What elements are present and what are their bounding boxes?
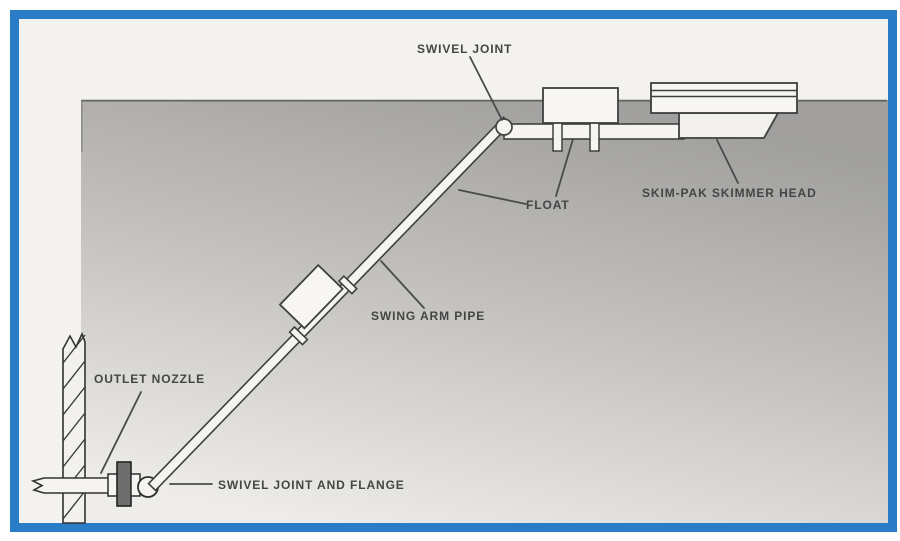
leader-outlet-nozzle xyxy=(100,391,142,474)
pipe-collar-lower xyxy=(288,325,309,346)
skimmer-head-body xyxy=(678,112,780,139)
skimmer-head xyxy=(650,82,798,139)
float-leg-right xyxy=(589,120,600,152)
label-swivel-joint: SWIVEL JOINT xyxy=(417,42,513,56)
leader-swivel-joint xyxy=(469,56,503,121)
label-skimmer-head: SKIM-PAK SKIMMER HEAD xyxy=(642,186,817,200)
flange xyxy=(116,461,132,507)
swing-arm-float xyxy=(278,263,344,330)
leader-lines xyxy=(100,56,739,485)
top-swivel-joint xyxy=(495,118,513,136)
leader-float-to-arm-float xyxy=(458,189,527,205)
surface-float xyxy=(542,87,619,124)
label-float: FLOAT xyxy=(526,198,570,212)
skimmer-head-top xyxy=(650,82,798,114)
pipe-collar-upper xyxy=(337,274,358,295)
label-swing-arm-pipe: SWING ARM PIPE xyxy=(371,309,486,323)
label-swivel-joint-and-flange: SWIVEL JOINT AND FLANGE xyxy=(218,478,405,492)
float-leg-left xyxy=(552,120,563,152)
label-outlet-nozzle: OUTLET NOZZLE xyxy=(94,372,206,386)
surface-float-assembly xyxy=(542,87,619,152)
wall xyxy=(62,331,86,524)
leader-skimmer-head xyxy=(716,139,739,184)
leader-float-to-surface-float xyxy=(555,138,574,197)
water-body xyxy=(81,100,888,523)
leader-swing-arm-pipe xyxy=(380,260,425,309)
